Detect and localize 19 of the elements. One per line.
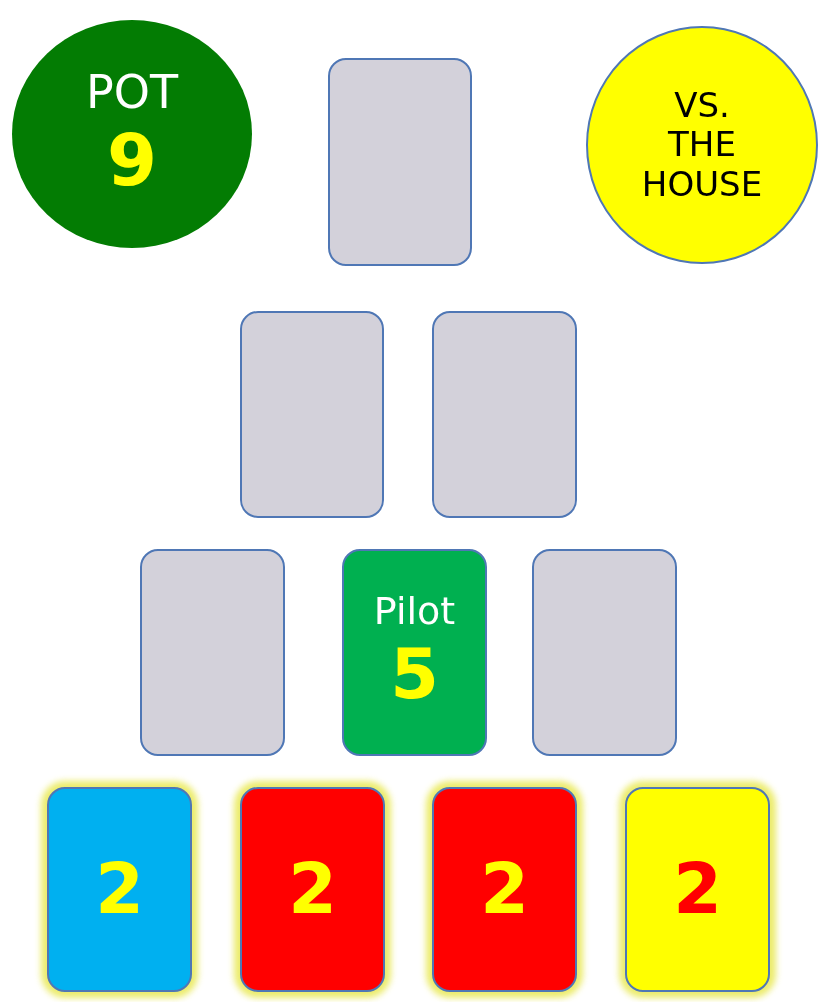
blank-card — [240, 311, 384, 518]
card-label: POT — [85, 66, 178, 120]
card-label: VS. THE HOUSE — [640, 86, 764, 204]
card — [342, 549, 487, 756]
number-label: 2 — [673, 849, 722, 930]
card — [240, 787, 385, 992]
card — [625, 787, 770, 992]
card-label: Pilot — [373, 590, 456, 635]
blank-card — [432, 311, 577, 518]
blank-card — [532, 549, 677, 756]
number-label: 2 — [288, 849, 337, 930]
card — [432, 787, 577, 992]
blank-card — [140, 549, 285, 756]
blank-card — [328, 58, 472, 266]
number-label: 2 — [480, 849, 529, 930]
number-label: 5 — [390, 634, 439, 715]
number-label: 2 — [95, 849, 144, 930]
card — [47, 787, 192, 992]
number-label: 9 — [106, 119, 158, 202]
